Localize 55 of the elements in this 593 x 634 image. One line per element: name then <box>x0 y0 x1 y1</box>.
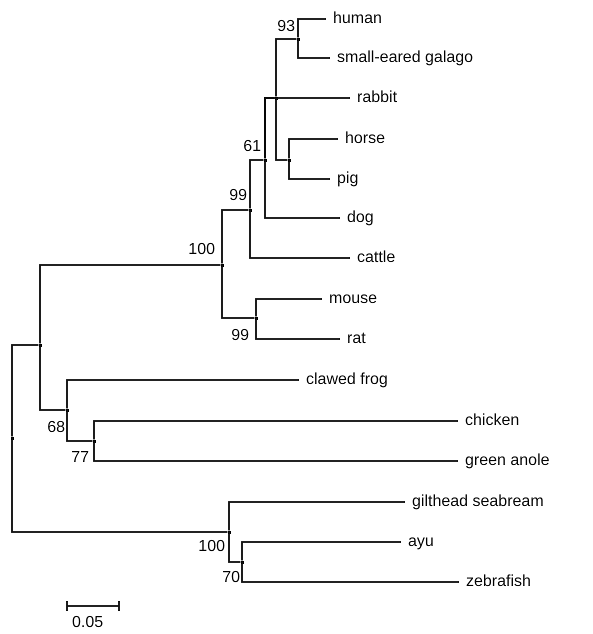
bootstrap-value: 61 <box>243 138 261 156</box>
tree-branch <box>228 501 405 530</box>
taxon-label: rat <box>340 329 366 349</box>
tree-branch <box>297 40 330 59</box>
tree-branch <box>288 162 330 180</box>
taxon-label: rabbit <box>350 88 398 108</box>
tree-branch <box>11 344 38 436</box>
branch-point <box>10 436 14 440</box>
bootstrap-value: 100 <box>198 538 225 556</box>
bootstrap-value: 93 <box>277 18 295 36</box>
taxon-label: dog <box>340 208 374 228</box>
branch-point <box>38 344 42 346</box>
tree-branch <box>288 138 338 158</box>
taxon-label: gilthead seabream <box>405 492 544 512</box>
taxon-label: pig <box>330 169 358 189</box>
tree-branch <box>93 420 458 440</box>
tree-branch <box>241 564 459 583</box>
tree-branch <box>11 440 228 533</box>
tree-branch <box>249 212 350 259</box>
taxon-label: ayu <box>401 532 434 552</box>
branch-point <box>274 96 278 100</box>
taxon-label: zebrafish <box>459 572 531 592</box>
bootstrap-value: 99 <box>229 187 247 205</box>
tree-branch <box>264 162 340 219</box>
tree-branch <box>39 346 66 411</box>
tree-branch <box>221 266 254 319</box>
bootstrap-value: 68 <box>47 419 65 437</box>
branch-point <box>288 158 290 162</box>
tree-branch <box>66 412 92 442</box>
tree-branch <box>255 320 340 340</box>
scale-value: 0.05 <box>72 614 104 632</box>
tree-branch <box>249 159 264 208</box>
taxon-label: small-eared galago <box>330 48 474 68</box>
bootstrap-value: 100 <box>188 241 215 259</box>
bootstrap-value: 77 <box>71 449 89 467</box>
tree-branch <box>221 209 248 264</box>
tree-branch <box>93 442 458 462</box>
taxon-label: cattle <box>350 248 396 268</box>
taxon-label: green anole <box>458 451 550 471</box>
taxon-label: chicken <box>458 411 520 431</box>
bootstrap-value: 70 <box>222 569 240 587</box>
tree-branch <box>275 38 296 96</box>
bootstrap-value: 99 <box>231 327 249 345</box>
taxon-label: human <box>326 9 382 29</box>
tree-branch <box>297 18 326 38</box>
tree-branch <box>264 97 350 158</box>
taxon-label: mouse <box>322 289 378 309</box>
tree-branch <box>228 534 240 563</box>
tree-branch <box>241 541 401 560</box>
tree-branch <box>66 379 299 408</box>
taxon-label: horse <box>338 129 386 149</box>
tree-branch <box>275 100 288 161</box>
tree-branch <box>39 264 220 344</box>
taxon-label: clawed frog <box>299 370 388 390</box>
tree-branch <box>255 298 322 316</box>
